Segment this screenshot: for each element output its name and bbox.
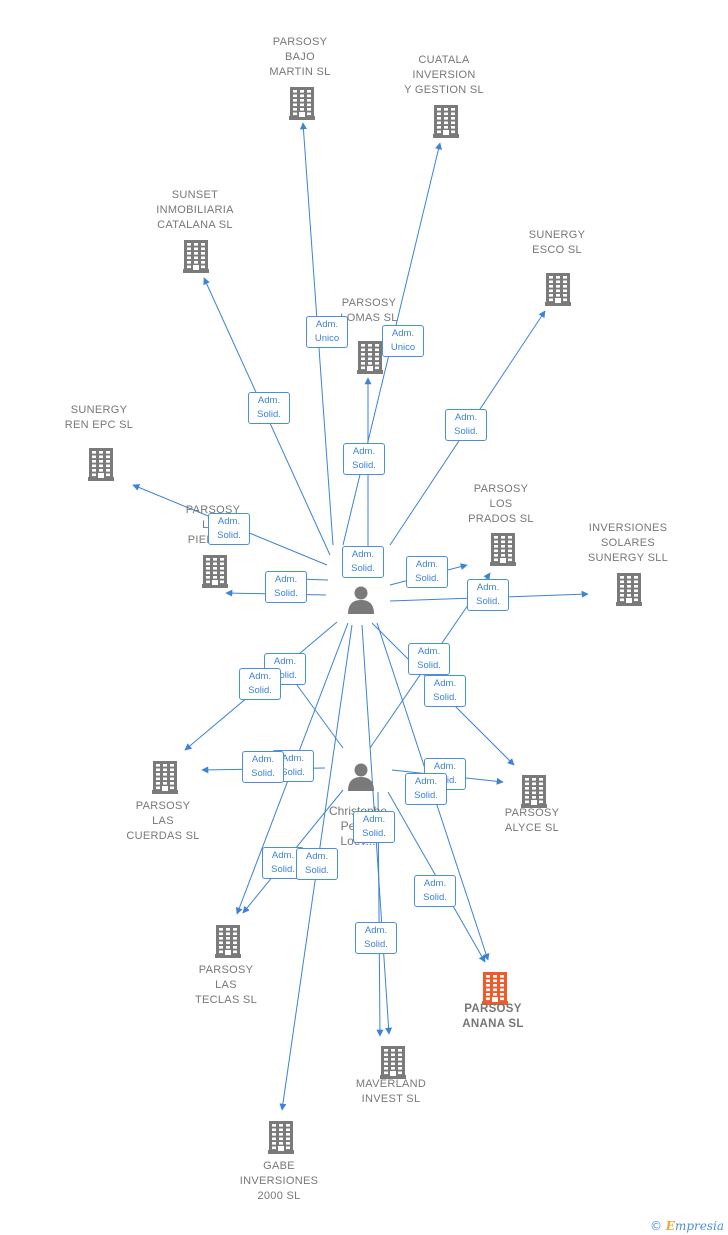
brand-logo-letter: E — [665, 1219, 675, 1233]
role-badge-adm-solid: Adm. Solid. — [242, 751, 284, 783]
copyright-symbol: © — [649, 1219, 662, 1233]
company-label-inversiones-solares[interactable]: INVERSIONES SOLARES SUNERGY SLL — [587, 522, 669, 564]
company-label-prados[interactable]: PARSOSY LOS PRADOS SL — [468, 483, 534, 525]
building-icon[interactable] — [616, 572, 642, 611]
building-icon[interactable] — [268, 1120, 294, 1159]
role-badge-adm-solid: Adm. Solid. — [467, 579, 509, 611]
role-badge-adm-solid: Adm. Solid. — [265, 571, 307, 603]
role-badge-adm-unico: Adm. Unico — [306, 316, 348, 348]
company-label-sunergy-esco[interactable]: SUNERGY ESCO SL — [528, 229, 586, 256]
company-label-teclas[interactable]: PARSOSY LAS TECLAS SL — [194, 964, 257, 1006]
role-badge-adm-solid: Adm. Solid. — [248, 392, 290, 424]
role-badge-adm-solid: Adm. Solid. — [414, 875, 456, 907]
building-icon[interactable] — [183, 239, 209, 278]
building-icon[interactable] — [433, 104, 459, 143]
role-badge-adm-solid: Adm. Solid. — [343, 443, 385, 475]
person-icon[interactable] — [346, 585, 376, 620]
role-badge-adm-solid: Adm. Solid. — [445, 409, 487, 441]
role-badge-adm-solid: Adm. Solid. — [424, 675, 466, 707]
building-icon[interactable] — [215, 924, 241, 963]
company-label-maverland[interactable]: MAVERLAND INVEST SL — [355, 1078, 427, 1105]
brand-logo-text: mpresia — [674, 1219, 724, 1233]
role-badge-adm-solid: Adm. Solid. — [408, 643, 450, 675]
building-icon[interactable] — [490, 532, 516, 571]
building-icon[interactable] — [289, 86, 315, 125]
footer-brand[interactable]: © Empresia — [650, 1219, 724, 1233]
building-icon[interactable] — [202, 554, 228, 593]
role-badge-adm-solid: Adm. Solid. — [353, 811, 395, 843]
role-badge-adm-solid: Adm. Solid. — [406, 556, 448, 588]
company-label-lomas[interactable]: PARSOSY LOMAS SL — [340, 297, 398, 324]
building-icon[interactable] — [482, 971, 508, 1010]
role-badge-adm-solid: Adm. Solid. — [355, 922, 397, 954]
role-badge-adm-solid: Adm. Solid. — [342, 546, 384, 578]
role-badge-adm-solid: Adm. Solid. — [296, 848, 338, 880]
company-label-bajo-martin[interactable]: PARSOSY BAJO MARTIN SL — [269, 36, 331, 78]
company-label-cuatala[interactable]: CUATALA INVERSION Y GESTION SL — [404, 54, 484, 96]
person-icon[interactable] — [346, 762, 376, 797]
role-badge-adm-solid: Adm. Solid. — [264, 653, 306, 685]
company-label-anana[interactable]: PARSOSY ANANA SL — [462, 1003, 524, 1030]
role-badge-adm-solid: Adm. Solid. — [262, 847, 304, 879]
company-label-alyce[interactable]: PARSOSY ALYCE SL — [504, 807, 560, 834]
role-badge-adm-solid: Adm. Solid. — [208, 513, 250, 545]
building-icon[interactable] — [380, 1045, 406, 1084]
building-icon[interactable] — [521, 774, 547, 813]
role-badge-adm-unico: Adm. Unico — [382, 325, 424, 357]
company-label-sunergy-ren[interactable]: SUNERGY REN EPC SL — [64, 404, 134, 431]
role-badge-adm-solid: Adm. Solid. — [239, 668, 281, 700]
company-label-sunset[interactable]: SUNSET INMOBILIARIA CATALANA SL — [156, 189, 234, 231]
building-icon[interactable] — [545, 272, 571, 311]
building-icon[interactable] — [88, 447, 114, 486]
building-icon[interactable] — [357, 340, 383, 379]
building-icon[interactable] — [152, 760, 178, 799]
company-label-cuerdas[interactable]: PARSOSY LAS CUERDAS SL — [126, 800, 200, 842]
company-label-gabe[interactable]: GABE INVERSIONES 2000 SL — [239, 1160, 319, 1202]
role-badge-adm-solid: Adm. Solid. — [405, 773, 447, 805]
